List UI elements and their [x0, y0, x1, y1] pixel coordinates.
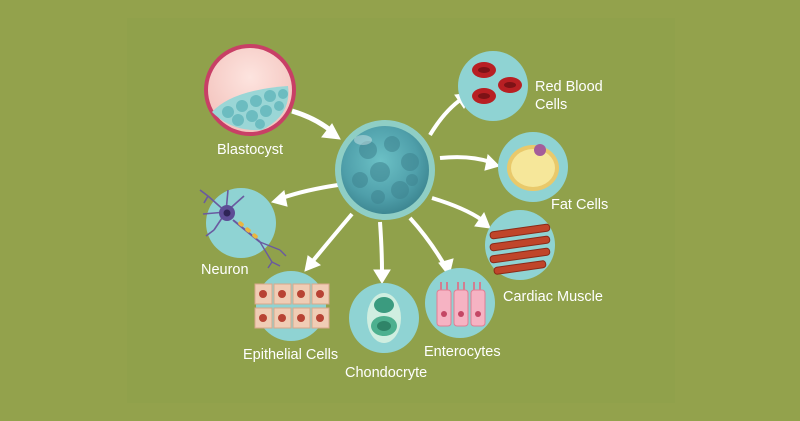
arrow-to-red-blood — [428, 96, 465, 137]
enterocytes-label: Enterocytes — [424, 344, 501, 360]
neuron-label: Neuron — [201, 262, 249, 278]
arrow-to-fat — [439, 155, 491, 164]
arrowhead — [484, 153, 500, 171]
arrowhead — [270, 190, 288, 207]
cardiac-muscle-label: Cardiac Muscle — [503, 289, 603, 305]
arrowhead — [321, 123, 341, 140]
chondrocyte-label: Chondocryte — [345, 365, 428, 381]
arrowhead — [304, 255, 322, 272]
cardiac-muscle-icon — [485, 210, 555, 280]
fat-cells-label: Fat Cells — [551, 197, 609, 213]
fat-cell-icon — [498, 132, 568, 202]
enterocytes-icon — [425, 268, 495, 338]
epithelial-cells-label: Epithelial Cells — [243, 347, 339, 363]
chondrocyte-icon — [349, 283, 419, 353]
arrow-to-chondrocyte — [378, 221, 384, 273]
red-blood-cells-label-line1: Red Blood — [535, 79, 603, 95]
red-blood-cells-icon — [458, 51, 528, 121]
arrow-to-neuron — [281, 183, 339, 200]
arrow-to-cardiac — [431, 196, 484, 222]
blastocyst-icon — [204, 44, 296, 136]
arrow-to-enterocytes — [408, 216, 447, 267]
stem-cell-icon — [335, 120, 435, 220]
arrow-blastocyst-to-stem — [291, 108, 332, 132]
arrowhead — [373, 269, 391, 284]
red-blood-cells-label-line2: Cells — [535, 97, 568, 113]
arrowhead — [474, 211, 491, 229]
epithelial-cells-icon — [254, 271, 330, 341]
arrow-to-epithelial — [310, 212, 354, 264]
neuron-icon — [199, 188, 287, 269]
blastocyst-label: Blastocyst — [217, 142, 284, 158]
